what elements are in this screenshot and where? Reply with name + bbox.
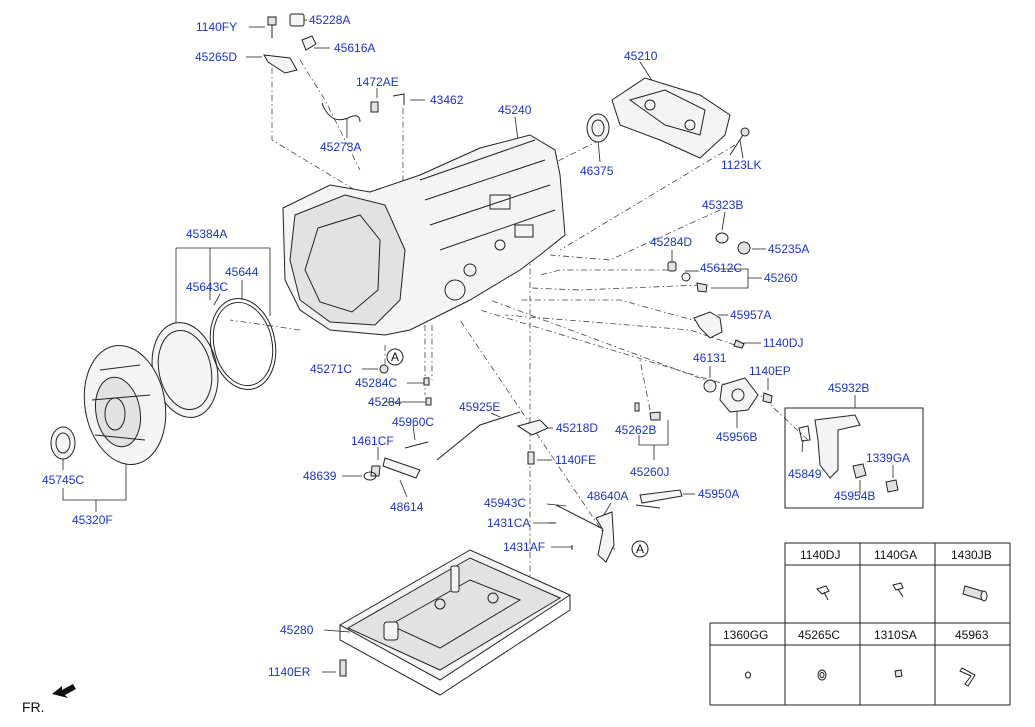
shift-shaft-45943C [548,489,683,563]
part-labels: 1140FY 45228A 45616A 45265D 1472AE 43462… [42,13,910,679]
label-1431AF[interactable]: 1431AF [503,540,545,554]
label-45745C[interactable]: 45745C [42,473,84,487]
bolt-1123LK [729,127,750,156]
piston-rings [151,298,277,418]
label-48640A[interactable]: 48640A [587,489,628,503]
oil-pan-45280 [338,549,572,696]
label-48639[interactable]: 48639 [303,469,337,483]
table-header-r2c2: 45265C [798,628,840,642]
table-header-r1c3: 1430JB [951,548,992,562]
label-45954B[interactable]: 45954B [834,489,875,503]
label-1140DJ[interactable]: 1140DJ [763,336,803,350]
label-45950A[interactable]: 45950A [698,487,739,501]
label-45320F[interactable]: 45320F [72,513,113,527]
label-45849[interactable]: 45849 [788,467,822,481]
front-arrow-icon [52,684,76,698]
label-45260[interactable]: 45260 [764,271,798,285]
label-1339GA[interactable]: 1339GA [866,451,910,465]
front-direction-indicator: FR. [22,684,76,715]
label-1472AE[interactable]: 1472AE [356,75,399,89]
label-1140ER[interactable]: 1140ER [268,665,311,679]
label-45235A[interactable]: 45235A [768,242,809,256]
callout-a-lower: A [636,542,644,556]
table-header-r2c3: 1310SA [874,628,917,642]
label-45616A[interactable]: 45616A [334,41,375,55]
label-45240[interactable]: 45240 [498,103,532,117]
label-45284C[interactable]: 45284C [355,376,397,390]
label-1123LK[interactable]: 1123LK [721,158,761,172]
label-45284D[interactable]: 45284D [650,235,692,249]
lower-small-parts [363,364,661,481]
label-46131[interactable]: 46131 [693,351,727,365]
label-45612C[interactable]: 45612C [700,261,742,275]
label-45271C[interactable]: 45271C [310,362,352,376]
label-45262B[interactable]: 45262B [615,423,656,437]
label-46375[interactable]: 46375 [580,164,614,178]
transmission-case-45240 [282,134,566,336]
label-1140FE[interactable]: 1140FE [555,453,596,467]
label-45273A[interactable]: 45273A [320,140,361,154]
label-48614[interactable]: 48614 [390,500,424,514]
label-1140FY[interactable]: 1140FY [196,20,237,34]
label-45643C[interactable]: 45643C [186,280,228,294]
seal-ring-46375 [586,113,610,143]
callouts [386,348,649,558]
table-header-r2c1: 1360GG [723,628,768,642]
front-label: FR. [22,699,45,715]
callout-a-upper: A [391,350,399,364]
parts-table: 1140DJ 1140GA 1430JB 1360GG 45265C 1310S… [709,542,1011,706]
mount-bracket-45210 [611,77,731,159]
table-header-r1c2: 1140GA [874,548,917,562]
label-45932B[interactable]: 45932B [828,381,869,395]
oil-pump-45320F [83,345,167,465]
table-header-r2c4: 45963 [955,628,989,642]
label-45943C[interactable]: 45943C [484,496,526,510]
label-45644[interactable]: 45644 [225,265,259,279]
label-1461CF[interactable]: 1461CF [351,434,394,448]
label-45260J[interactable]: 45260J [630,465,669,479]
right-small-parts [667,232,773,413]
leader-lines [62,19,894,673]
label-1431CA[interactable]: 1431CA [487,516,530,530]
label-1140EP[interactable]: 1140EP [749,364,791,378]
label-45284[interactable]: 45284 [368,395,402,409]
table-header-r1c1: 1140DJ [800,548,840,562]
label-45265D[interactable]: 45265D [195,50,237,64]
label-45960C[interactable]: 45960C [392,415,434,429]
label-45228A[interactable]: 45228A [309,13,350,27]
label-45280[interactable]: 45280 [280,623,314,637]
top-small-parts [263,13,405,123]
label-45210[interactable]: 45210 [624,49,658,63]
bushing-45745C [50,426,76,460]
bracket-box-45932B [784,407,924,509]
label-45323B[interactable]: 45323B [702,198,743,212]
label-45384A[interactable]: 45384A [186,227,227,241]
label-45925E[interactable]: 45925E [459,400,500,414]
label-45956B[interactable]: 45956B [716,430,757,444]
label-43462[interactable]: 43462 [430,93,464,107]
label-45218D[interactable]: 45218D [556,421,598,435]
label-45957A[interactable]: 45957A [730,308,771,322]
